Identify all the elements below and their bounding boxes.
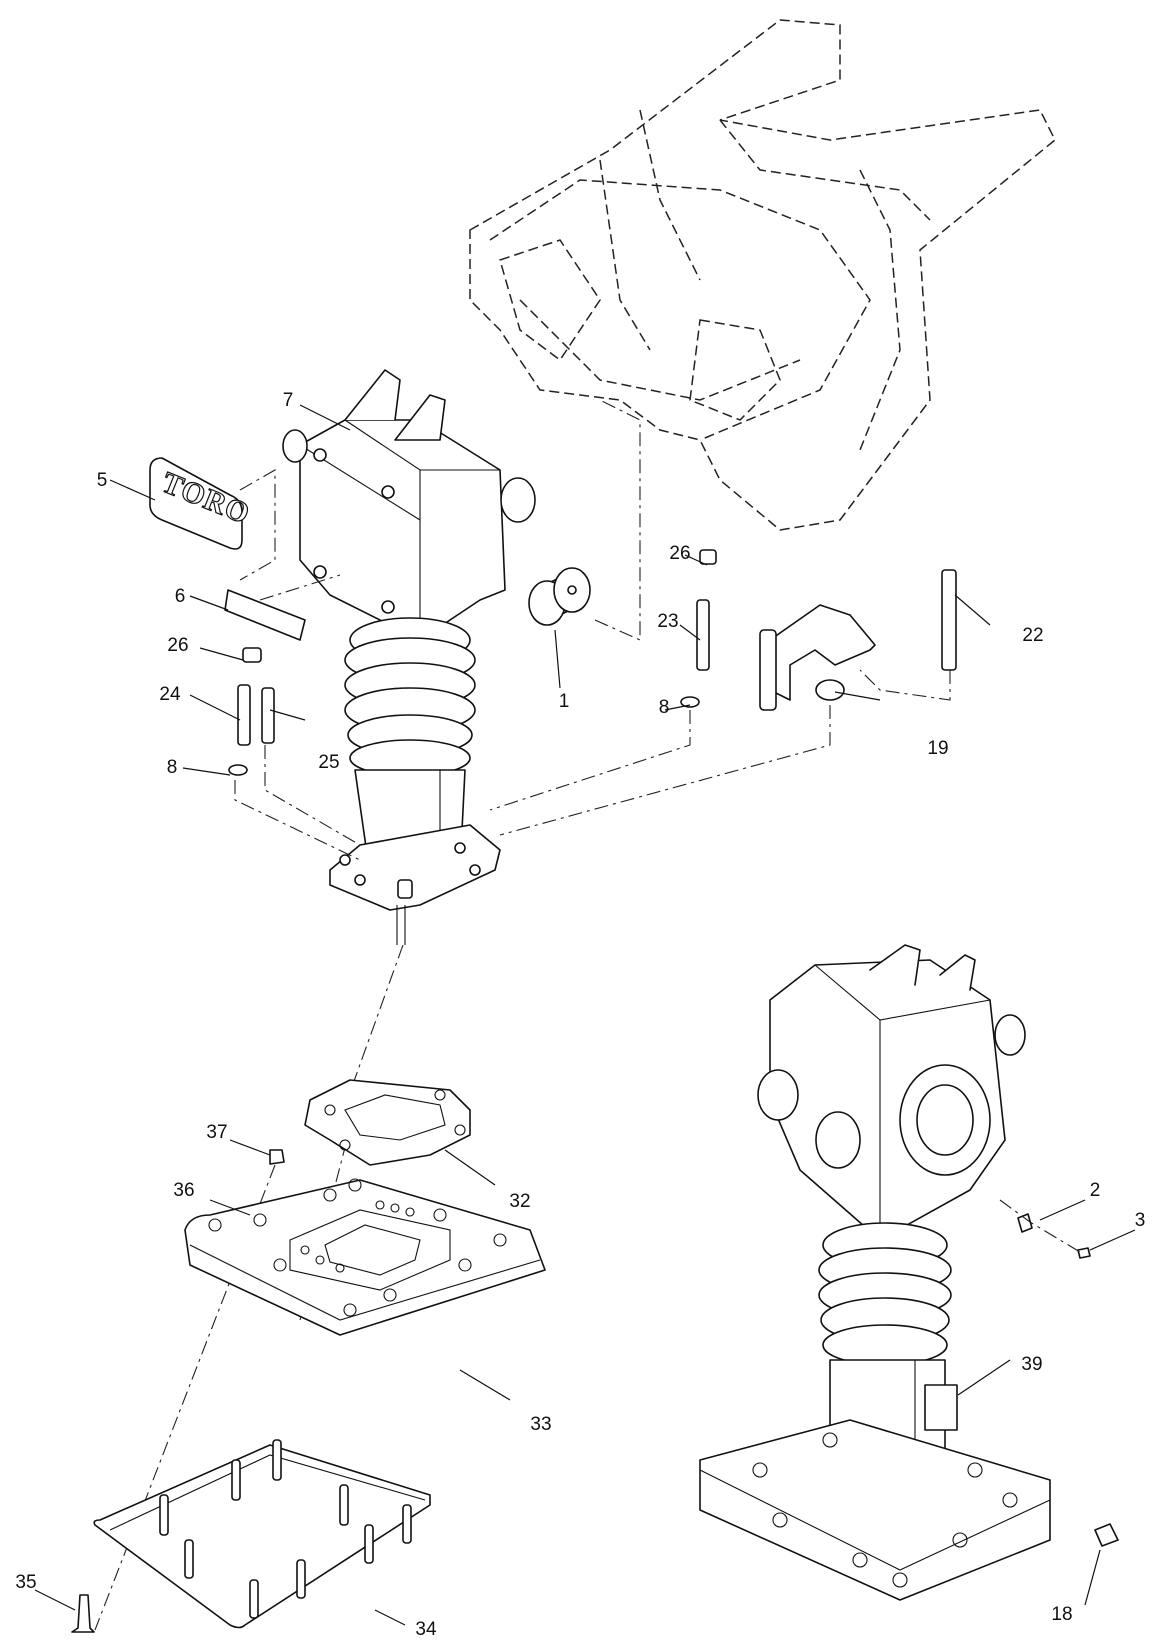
part-1-spacer [528, 567, 591, 626]
callout-2: 2 [1090, 1180, 1101, 1201]
rammer-upper-assembly [282, 369, 536, 945]
part-39-label [924, 1384, 958, 1431]
part-37-nut [269, 1149, 285, 1165]
part-18-cap [1094, 1523, 1119, 1547]
rammer-assembled-view [699, 944, 1051, 1601]
callout-39: 39 [1021, 1354, 1042, 1375]
callout-25: 25 [318, 752, 339, 773]
callout-1: 1 [559, 691, 570, 712]
callout-leaders [34, 404, 1136, 1626]
part-35-screw [71, 1594, 95, 1633]
callout-26-left: 26 [167, 635, 188, 656]
bellows [344, 617, 476, 777]
callout-8-right: 8 [659, 697, 670, 718]
callout-32: 32 [509, 1191, 530, 1212]
callout-18: 18 [1051, 1604, 1072, 1625]
callout-5: 5 [97, 470, 108, 491]
callout-6: 6 [175, 586, 186, 607]
handle-frame-phantom [469, 19, 1056, 531]
part-3-plug [1077, 1247, 1091, 1259]
callout-34: 34 [415, 1619, 437, 1640]
part-34-pad [93, 1439, 431, 1629]
left-hardware [228, 647, 275, 776]
part-5-decal: TORO [149, 457, 255, 550]
part-22-bolt [941, 569, 957, 671]
part-32-gasket [304, 1079, 471, 1166]
part-2-fitting [1017, 1213, 1033, 1233]
part-19-bracket [759, 604, 876, 711]
callout-3: 3 [1135, 1210, 1146, 1231]
callout-26-right: 26 [669, 543, 690, 564]
callout-8-left: 8 [167, 757, 178, 778]
callout-33: 33 [530, 1414, 551, 1435]
callout-19: 19 [927, 738, 948, 759]
callout-22: 22 [1022, 625, 1043, 646]
callout-labels: 1 2 3 5 6 7 8 8 18 19 22 23 24 25 26 26 … [15, 390, 1145, 1640]
callout-24: 24 [159, 684, 181, 705]
right-hardware [680, 549, 717, 708]
callout-23: 23 [657, 611, 678, 632]
callout-35: 35 [15, 1572, 36, 1593]
part-33-base-plate [184, 1178, 546, 1336]
part-6-label [224, 589, 306, 641]
callout-7: 7 [283, 390, 294, 411]
callout-36: 36 [173, 1180, 194, 1201]
callout-37: 37 [206, 1122, 227, 1143]
engine-housing [299, 419, 506, 641]
